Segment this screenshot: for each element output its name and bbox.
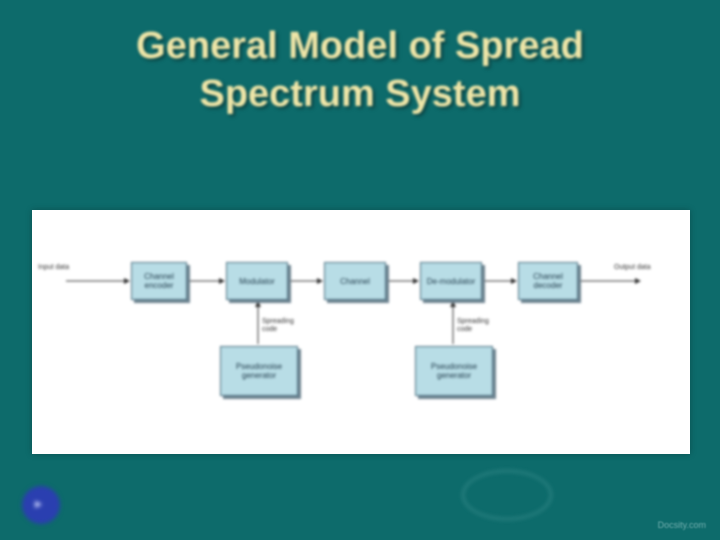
slide-title: General Model of Spread Spectrum System: [0, 22, 720, 118]
navigation-bubble-icon[interactable]: ▸: [22, 486, 60, 524]
output-data-label: Output data: [614, 264, 651, 271]
diagram-panel: Input data Output data Channel encoder M…: [32, 210, 690, 454]
channel-block: Channel: [324, 262, 386, 300]
demodulator-block: De-modulator: [420, 262, 482, 300]
connector-lines: [66, 278, 641, 344]
input-data-label: Input data: [38, 264, 70, 271]
title-line-2: Spectrum System: [199, 73, 521, 115]
title-line-1: General Model of Spread: [136, 25, 584, 67]
channel-decoder-block: Channel decoder: [518, 262, 578, 300]
pn-generator-block-1: Pseudonoise generator: [220, 346, 298, 396]
spreading-code-label-2: Spreading code: [457, 318, 489, 333]
channel-encoder-block: Channel encoder: [131, 262, 187, 300]
spreading-code-label-1: Spreading code: [262, 318, 294, 333]
watermark: Docsity.com: [657, 520, 706, 530]
pn-generator-block-2: Pseudonoise generator: [415, 346, 493, 396]
arrow-glyph-icon: ▸: [35, 495, 43, 511]
modulator-block: Modulator: [226, 262, 288, 300]
decorative-swirl: [462, 470, 552, 520]
